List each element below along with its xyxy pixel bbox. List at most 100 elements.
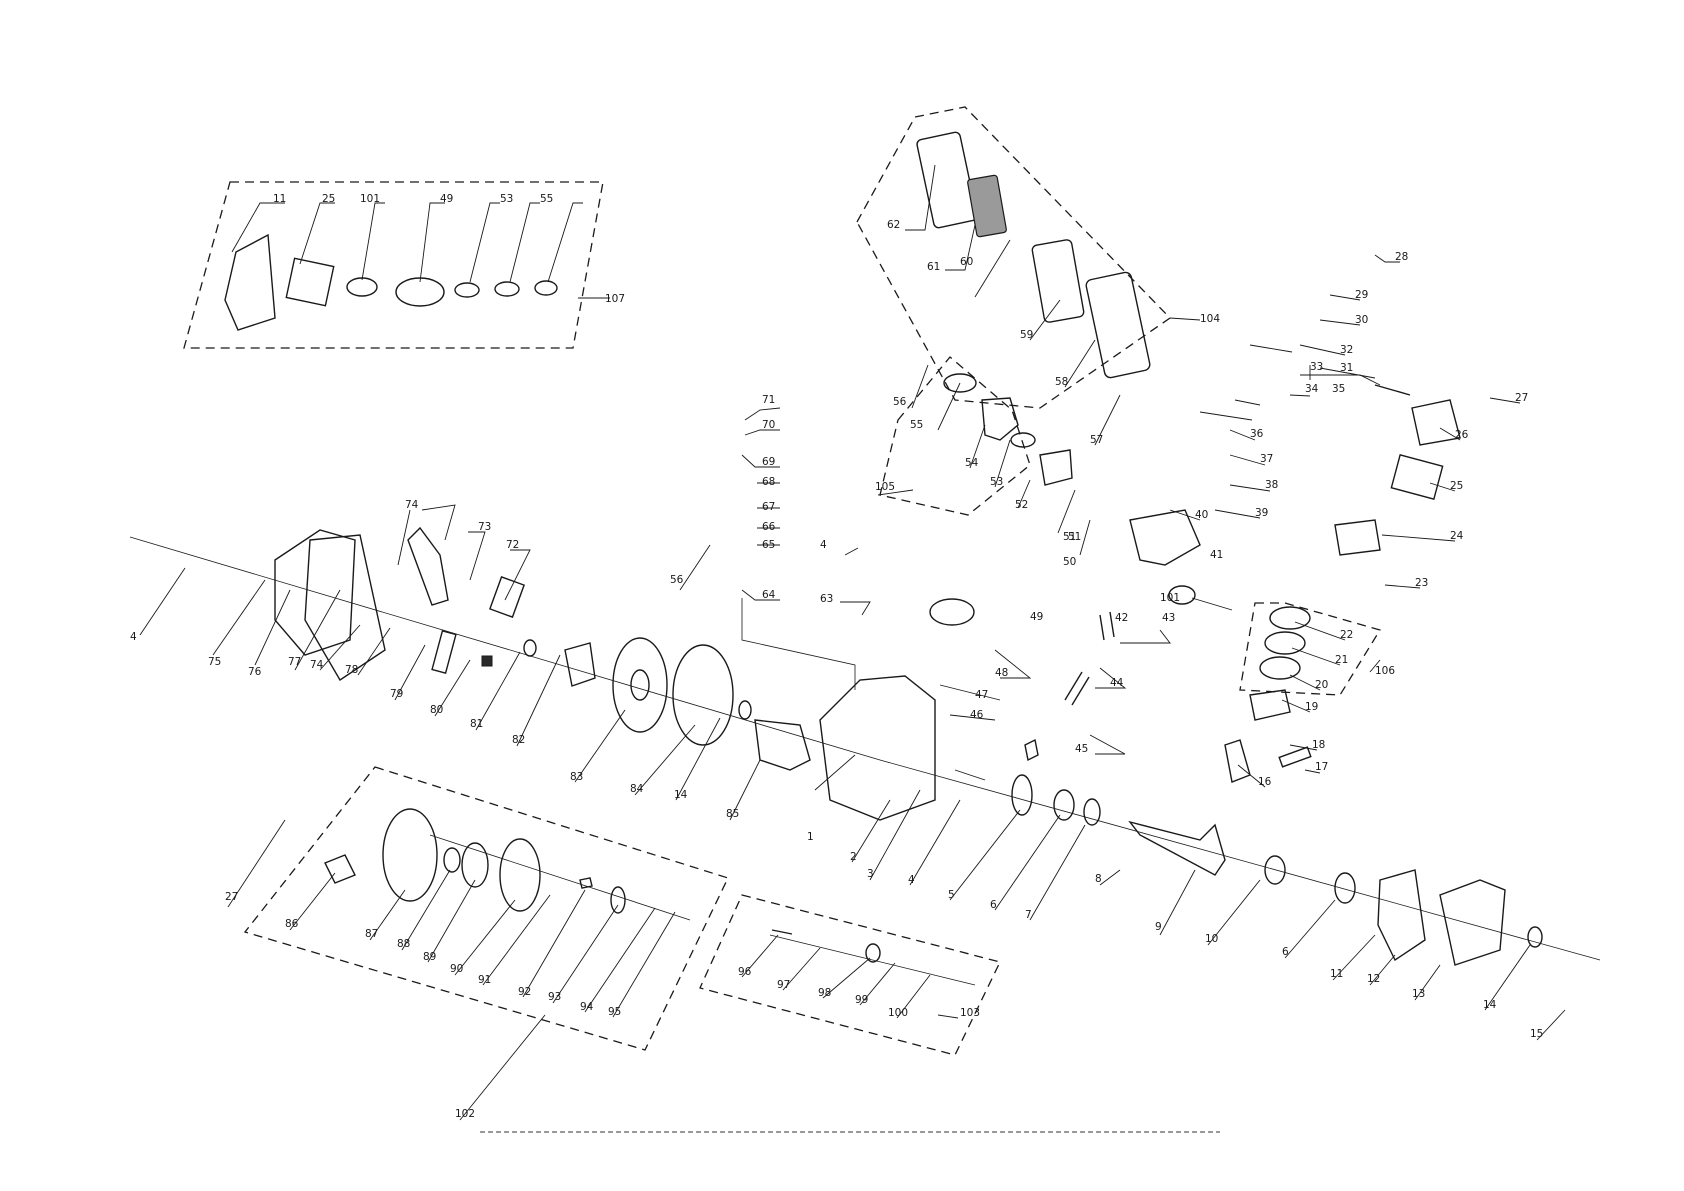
callout-label: 42 <box>1115 612 1128 624</box>
callout-label: 59 <box>1020 329 1033 341</box>
callout-label: 75 <box>208 656 221 668</box>
flywheel-fastener-group-103 <box>699 894 1001 1056</box>
callout-label: 84 <box>630 783 644 795</box>
callout-label: 31 <box>1340 362 1353 374</box>
callout-label: 36 <box>1250 428 1264 440</box>
callout-label: 56 <box>893 396 907 408</box>
callout-label: 53 <box>990 476 1003 488</box>
callout-label: 41 <box>1210 549 1223 561</box>
callout-label: 96 <box>738 966 752 978</box>
callout-label: 78 <box>345 664 358 676</box>
callout-label: 81 <box>470 718 483 730</box>
callout-label: 53 <box>500 193 513 205</box>
carb-gasket-part <box>943 373 977 393</box>
callout-label: 34 <box>1305 383 1319 395</box>
callout-label: 68 <box>762 476 775 488</box>
regulator-part <box>489 576 525 618</box>
callout-label: 107 <box>605 293 625 305</box>
rocker-shaft-31-part <box>1374 384 1411 396</box>
bearing-6-right-part <box>1334 872 1356 904</box>
callout-label: 8 <box>1095 873 1102 885</box>
callout-label: 27 <box>1515 392 1528 404</box>
callout-label: 9 <box>1155 921 1162 933</box>
callout-label: 6 <box>1282 946 1289 958</box>
callout-label: 76 <box>248 666 262 678</box>
callout-label: 17 <box>1315 761 1328 773</box>
cylinder-head-gasket-101-part <box>1168 585 1196 605</box>
callout-label: 74 <box>310 659 324 671</box>
ignition-coil-part <box>407 526 449 606</box>
gasket-small-b-part <box>494 281 520 297</box>
callout-label: 6 <box>990 899 997 911</box>
callout-label: 60 <box>960 256 973 268</box>
callout-label: 58 <box>1055 376 1068 388</box>
flywheel-hub-part <box>630 669 650 701</box>
callout-label: 49 <box>1030 611 1043 623</box>
callout-label: 35 <box>1332 383 1345 395</box>
crankcase-block-part <box>819 675 936 821</box>
tappet-45-part <box>1024 738 1039 762</box>
callout-label: 3 <box>867 868 874 880</box>
gasket-small-c-part <box>534 280 558 296</box>
callout-label: 51 <box>1068 531 1081 543</box>
gasket-intake-part <box>395 277 445 307</box>
stator-part <box>672 644 734 746</box>
callout-label: 77 <box>288 656 301 668</box>
callout-label: 30 <box>1355 314 1368 326</box>
callout-label: 100 <box>888 1007 908 1019</box>
valve-43-part <box>1109 611 1115 638</box>
fastener-axis <box>769 934 976 986</box>
callout-label: 37 <box>1260 453 1273 465</box>
gasket-small-a-part <box>454 282 480 298</box>
callout-label: 38 <box>1265 479 1278 491</box>
callout-label: 90 <box>450 963 463 975</box>
recoil-case-87-part <box>382 808 438 902</box>
fan-housing-part <box>304 534 386 681</box>
callout-label: 32 <box>1340 344 1353 356</box>
crankcase-cover-13-part <box>1439 879 1506 966</box>
callout-label: 22 <box>1340 629 1353 641</box>
callout-label: 39 <box>1255 507 1268 519</box>
callout-label: 102 <box>455 1108 475 1120</box>
air-cleaner-cover-part <box>916 131 978 229</box>
rocker-cover-gasket-part <box>1390 454 1444 500</box>
callout-label: 63 <box>820 593 833 605</box>
insulator-gasket-part <box>1010 432 1036 448</box>
callout-label: 106 <box>1375 665 1395 677</box>
callout-label: 4 <box>130 631 137 643</box>
callout-labels: 1 2 3 4 4 4 5 6 6 7 8 9 10 11 11 12 13 1… <box>130 193 1543 1120</box>
callout-label: 71 <box>762 394 775 406</box>
crankcase-side-cover-part <box>274 529 356 656</box>
bracket-79-part <box>431 630 457 674</box>
callout-label: 105 <box>875 481 895 493</box>
crank-gear-5-part <box>1011 774 1033 816</box>
cylinder-head-part <box>1129 509 1201 566</box>
main-axis-left <box>129 536 881 761</box>
callout-label: 49 <box>440 193 453 205</box>
valve-42-part <box>1099 614 1105 641</box>
callout-label: 82 <box>512 734 525 746</box>
callout-label: 4 <box>908 874 915 886</box>
air-filter-group-104 <box>856 106 1172 409</box>
bearing-6-left-part <box>1053 789 1075 821</box>
gasket-exhaust-part <box>346 277 378 297</box>
callout-label: 14 <box>1483 999 1497 1011</box>
callout-label: 11 <box>273 193 286 205</box>
insulator-part <box>1039 449 1073 486</box>
callout-label: 73 <box>478 521 491 533</box>
callout-label: 66 <box>762 521 776 533</box>
crankshaft-part <box>1128 820 1226 876</box>
callout-label: 33 <box>1310 361 1323 373</box>
callout-label: 88 <box>397 938 410 950</box>
pulley-98-part <box>865 943 881 963</box>
callout-label: 62 <box>887 219 900 231</box>
callout-label: 26 <box>1455 429 1469 441</box>
piston-ring-22-part <box>1269 606 1311 630</box>
callout-label: 101 <box>1160 592 1180 604</box>
callout-label: 92 <box>518 986 531 998</box>
rocker-cover-part <box>1411 399 1461 446</box>
callout-label: 61 <box>927 261 940 273</box>
callout-label: 98 <box>818 987 831 999</box>
callout-label: 50 <box>1063 556 1076 568</box>
